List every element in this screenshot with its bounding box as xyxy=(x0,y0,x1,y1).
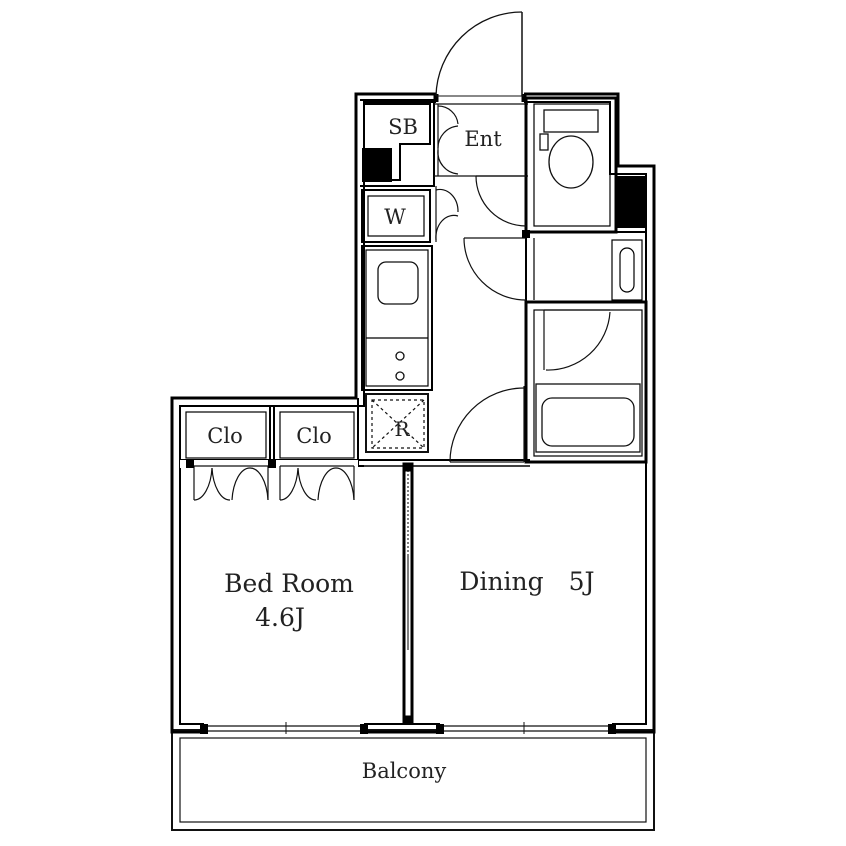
closet-1-label: Clo xyxy=(207,424,242,448)
balcony xyxy=(171,729,655,831)
toilet-room xyxy=(524,96,618,234)
entrance-label: Ent xyxy=(464,127,502,151)
bathtub-icon xyxy=(535,383,641,453)
stove-burners-icon xyxy=(395,351,405,381)
shoe-box xyxy=(360,99,435,187)
closet-1-doors[interactable] xyxy=(180,460,276,501)
bathroom-door[interactable] xyxy=(543,309,611,371)
closet-2-doors[interactable] xyxy=(276,460,358,501)
shoe-box-label: SB xyxy=(388,115,418,139)
toilet-icon xyxy=(539,109,599,189)
wash-room-door[interactable] xyxy=(463,230,530,301)
kitchen-counter xyxy=(361,245,433,391)
bedroom-name-label: Bed Room xyxy=(224,569,354,598)
refrigerator-space xyxy=(365,393,429,453)
washer-space xyxy=(361,189,431,243)
shoe-box-doors[interactable] xyxy=(437,104,459,176)
wash-room xyxy=(525,231,647,303)
sink-icon xyxy=(377,261,419,305)
refrigerator-label: R xyxy=(394,417,410,441)
dining-door[interactable] xyxy=(449,386,525,463)
bedroom-size-label: 4.6J xyxy=(255,603,305,632)
toilet-door[interactable] xyxy=(475,175,527,227)
washer-label: W xyxy=(384,205,406,229)
washer-doors[interactable] xyxy=(435,186,459,242)
pipe-shaft xyxy=(616,176,646,228)
balcony-windows xyxy=(200,720,616,734)
entrance-door[interactable] xyxy=(433,11,527,102)
closet-2-label: Clo xyxy=(296,424,331,448)
entrance-opening xyxy=(436,90,524,106)
dining-label: Dining 5J xyxy=(459,567,594,596)
balcony-label: Balcony xyxy=(362,759,447,783)
